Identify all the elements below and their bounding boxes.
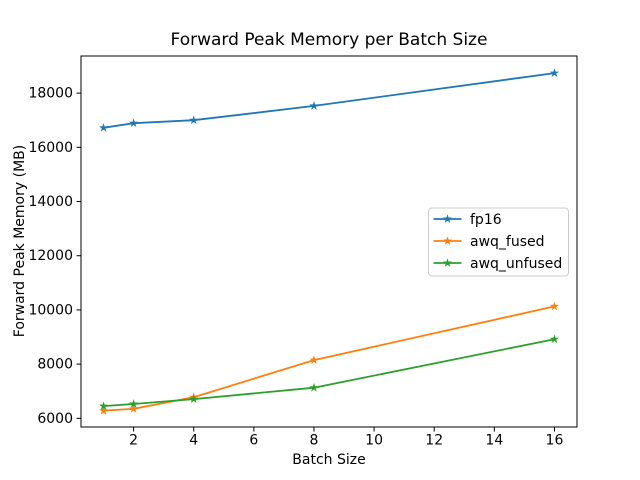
series-marker bbox=[549, 334, 560, 344]
legend-label: fp16 bbox=[470, 212, 502, 228]
legend-marker bbox=[442, 236, 453, 245]
series-fp16 bbox=[98, 68, 560, 132]
series-marker bbox=[549, 301, 560, 311]
series-marker bbox=[549, 68, 560, 77]
series-line bbox=[103, 305, 555, 412]
series-marker bbox=[309, 382, 319, 392]
series-marker bbox=[129, 118, 139, 128]
x-tick-label-2: 2 bbox=[129, 433, 138, 449]
y-tick-label-8000: 8000 bbox=[37, 357, 73, 373]
series-marker bbox=[129, 399, 139, 408]
y-tick-label-14000: 14000 bbox=[28, 194, 73, 210]
legend-entry-awq_unfused: awq_unfused bbox=[433, 256, 562, 272]
series-marker bbox=[189, 394, 199, 403]
x-tick-label-16: 16 bbox=[546, 433, 564, 449]
axes-spines bbox=[80, 55, 578, 428]
y-tick-label-16000: 16000 bbox=[28, 140, 73, 156]
legend-entry-fp16: fp16 bbox=[433, 212, 502, 228]
legend-marker bbox=[442, 214, 453, 223]
series-line bbox=[103, 338, 555, 407]
x-tick-label-14: 14 bbox=[485, 433, 503, 449]
series-awq_fused bbox=[98, 301, 560, 415]
x-tick-label-4: 4 bbox=[189, 433, 198, 449]
series-marker bbox=[189, 115, 199, 125]
series-marker bbox=[98, 123, 109, 132]
x-tick-label-8: 8 bbox=[310, 433, 319, 449]
series-line bbox=[103, 72, 555, 129]
legend-entry-awq_fused: awq_fused bbox=[433, 234, 545, 250]
series-awq_unfused bbox=[98, 334, 560, 411]
x-tick-label-10: 10 bbox=[365, 433, 383, 449]
y-tick-label-12000: 12000 bbox=[28, 248, 73, 264]
series-marker bbox=[98, 401, 109, 411]
y-tick-label-6000: 6000 bbox=[37, 411, 73, 427]
y-tick-label-18000: 18000 bbox=[28, 86, 73, 102]
x-tick-label-12: 12 bbox=[425, 433, 443, 449]
series-marker bbox=[98, 405, 109, 415]
y-tick-label-10000: 10000 bbox=[28, 302, 73, 318]
legend-label: awq_fused bbox=[470, 234, 545, 250]
chart-title: Forward Peak Memory per Batch Size bbox=[170, 30, 488, 50]
series-marker bbox=[309, 101, 319, 110]
legend-box bbox=[428, 207, 569, 277]
series-marker bbox=[129, 404, 139, 413]
series-marker bbox=[309, 355, 319, 364]
x-axis-label: Batch Size bbox=[292, 452, 366, 468]
x-tick-label-6: 6 bbox=[249, 433, 258, 449]
legend-label: awq_unfused bbox=[470, 256, 562, 272]
legend-marker bbox=[442, 258, 453, 267]
